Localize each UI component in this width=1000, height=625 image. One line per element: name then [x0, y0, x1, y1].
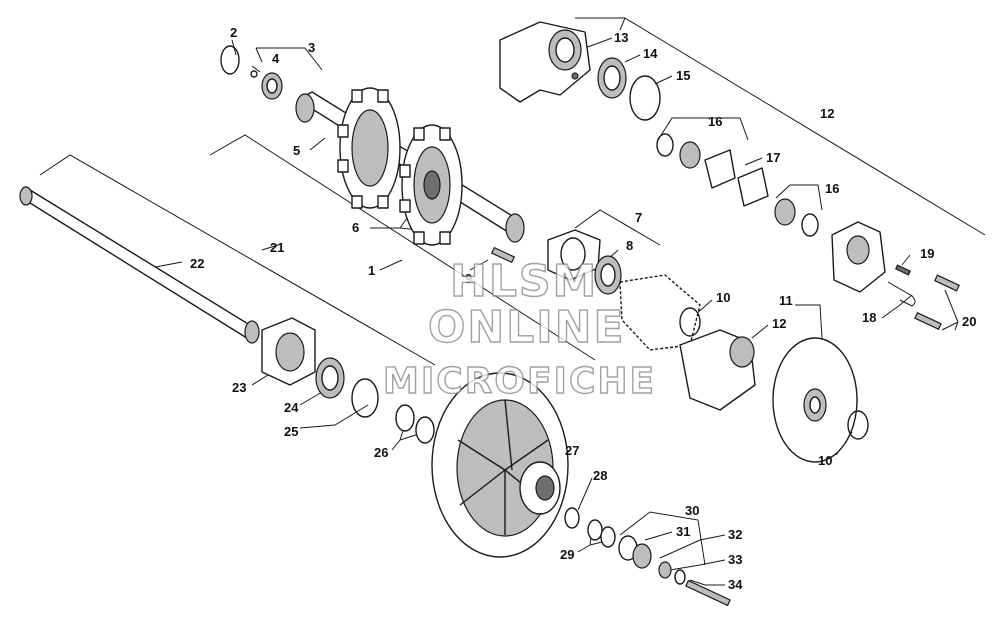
part-6-track-sprockets	[337, 87, 463, 246]
callout-28: 28	[593, 468, 607, 483]
callout-3: 3	[308, 40, 315, 55]
part-19-pin	[895, 264, 911, 276]
part-17-brake-pads	[704, 149, 736, 189]
part-27-driven-clutch	[431, 372, 569, 558]
callout-8: 8	[626, 238, 633, 253]
callout-1: 1	[368, 263, 375, 278]
callout-5: 5	[293, 143, 300, 158]
part-29-washer-a	[587, 519, 603, 541]
part-4-ball	[250, 70, 258, 78]
part-26-spacer-b	[415, 416, 435, 444]
callout-10-upper: 10	[716, 290, 730, 305]
callout-23: 23	[232, 380, 246, 395]
part-28-snap-ring	[564, 507, 580, 529]
part-18-clip	[887, 281, 916, 307]
part-20-bolt-upper	[934, 274, 960, 292]
callout-24: 24	[284, 400, 299, 415]
callout-11: 11	[779, 293, 793, 308]
part-9-bolt	[490, 246, 516, 264]
callout-33: 33	[728, 552, 742, 567]
callout-12-upper: 12	[820, 106, 834, 121]
callout-14: 14	[643, 46, 658, 61]
callout-30: 30	[685, 503, 699, 518]
callout-9: 9	[465, 271, 472, 286]
watermark: HLSM ONLINE MICROFICHE	[382, 255, 656, 402]
part-29-washer-b	[600, 526, 616, 548]
parts-layer	[19, 21, 960, 607]
watermark-line-2: ONLINE	[428, 302, 626, 353]
part-32-washer	[658, 561, 672, 579]
callout-16-upper: 16	[708, 114, 722, 129]
part-20-bolt-lower	[914, 311, 942, 331]
callout-29: 29	[560, 547, 574, 562]
callout-16-lower: 16	[825, 181, 839, 196]
callout-6: 6	[352, 220, 359, 235]
part-25-o-ring	[351, 378, 379, 418]
callout-17: 17	[766, 150, 780, 165]
callout-22: 22	[190, 256, 204, 271]
callout-34: 34	[728, 577, 743, 592]
callout-13: 13	[614, 30, 628, 45]
part-15-o-ring	[629, 75, 661, 121]
gasket-plate	[619, 274, 701, 351]
callout-15: 15	[676, 68, 690, 83]
part-33-lock-washer	[674, 569, 686, 585]
part-10-snap-ring-upper	[679, 307, 701, 337]
part-16-seal-upper	[656, 133, 674, 157]
part-26-spacer-a	[395, 404, 415, 432]
callout-4: 4	[272, 51, 280, 66]
callout-20: 20	[962, 314, 976, 329]
watermark-line-1: HLSM	[450, 256, 598, 307]
callout-10-lower: 10	[818, 453, 832, 468]
callout-26: 26	[374, 445, 388, 460]
callout-12-lower: 12	[772, 316, 786, 331]
part-34-bolt	[685, 579, 731, 607]
watermark-line-3: MICROFICHE	[383, 361, 656, 402]
part-2-snap-ring	[220, 45, 240, 75]
callout-2: 2	[230, 25, 237, 40]
part-22-jackshaft	[19, 186, 260, 344]
callout-21: 21	[270, 240, 284, 255]
callout-25: 25	[284, 424, 298, 439]
callout-labels: 1 2 3 4 5 6 7 8 9 10 11 12 12 13 14 15 1…	[190, 25, 976, 592]
part-10-snap-ring-lower	[847, 410, 869, 440]
callout-27: 27	[565, 443, 579, 458]
callout-18: 18	[862, 310, 876, 325]
callout-32: 32	[728, 527, 742, 542]
part-16-seal-lower	[774, 198, 796, 226]
callout-31: 31	[676, 524, 690, 539]
callout-7: 7	[635, 210, 642, 225]
callout-19: 19	[920, 246, 934, 261]
